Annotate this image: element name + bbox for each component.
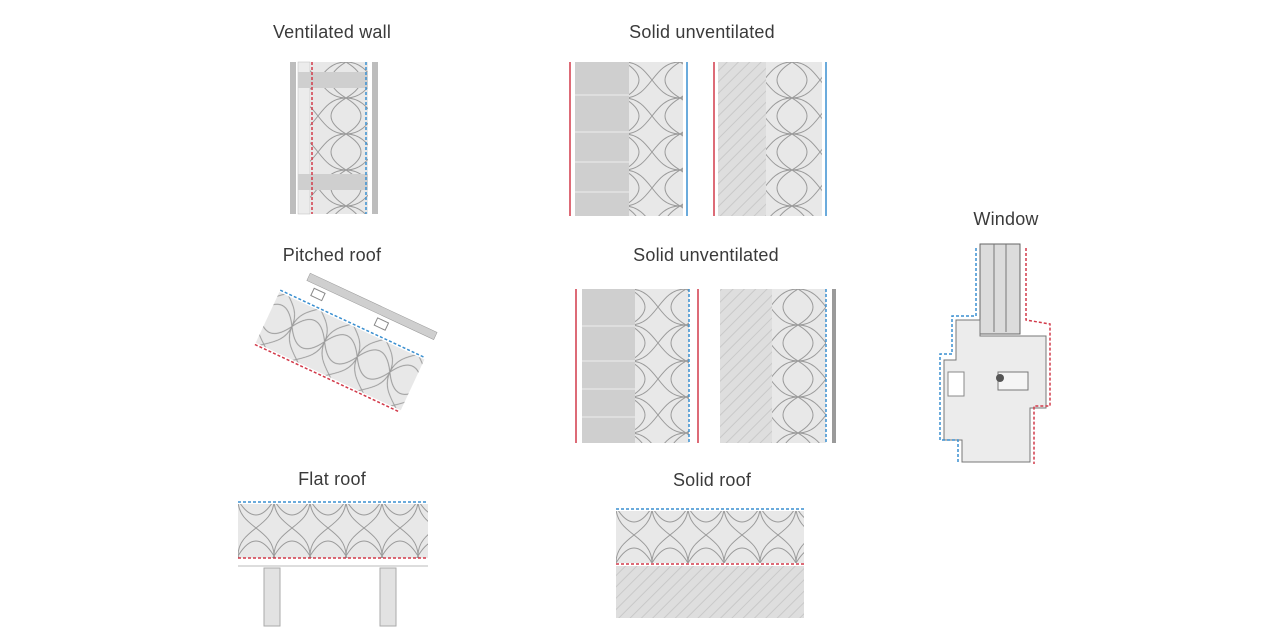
solid-roof-diagram <box>616 507 806 619</box>
solid-unventilated-title-top: Solid unventilated <box>629 22 775 42</box>
pitched-roof-title: Pitched roof <box>282 245 382 265</box>
solid-roof-title: Solid roof <box>672 470 752 490</box>
solid-unventilated-diagram-top <box>568 62 830 216</box>
window-title: Window <box>973 209 1039 229</box>
flat-roof-title: Flat roof <box>298 469 366 489</box>
solid-unventilated-diagram-middle <box>574 289 838 443</box>
ventilated-wall-title: Ventilated wall <box>272 22 392 42</box>
solid-unventilated-title-middle: Solid unventilated <box>633 245 779 265</box>
ventilated-wall-diagram <box>290 61 382 215</box>
pitched-roof-diagram <box>245 272 438 432</box>
flat-roof-diagram <box>238 500 428 627</box>
window-diagram <box>938 243 1054 466</box>
